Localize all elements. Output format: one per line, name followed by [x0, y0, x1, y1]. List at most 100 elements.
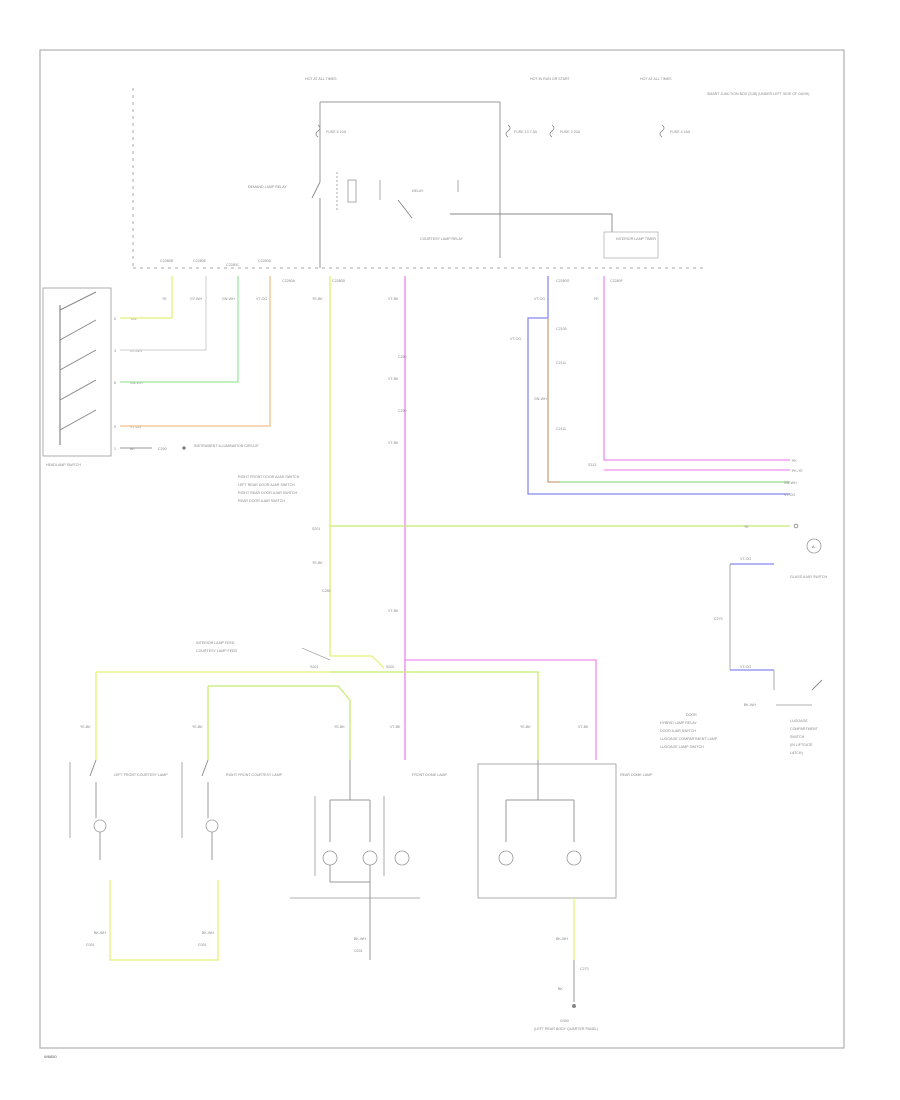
connector-ref-a: A [806, 538, 822, 554]
svg-text:BK: BK [558, 987, 563, 991]
svg-text:C2280F: C2280F [610, 279, 624, 283]
svg-text:INTERIOR LAMP TIMER: INTERIOR LAMP TIMER [616, 237, 656, 241]
svg-text:VT-BK: VT-BK [388, 609, 399, 613]
svg-text:GY-WH: GY-WH [130, 349, 142, 353]
svg-text:LUGGAGE: LUGGAGE [790, 719, 808, 723]
svg-text:FUSE 3 20A: FUSE 3 20A [560, 130, 581, 134]
svg-text:FUSE 13 7.5A: FUSE 13 7.5A [514, 130, 538, 134]
svg-text:LEFT FRONT COURTESY LAMP: LEFT FRONT COURTESY LAMP [114, 773, 168, 777]
svg-text:YE: YE [162, 297, 167, 301]
svg-text:FUSE 4 15A: FUSE 4 15A [670, 130, 691, 134]
svg-text:8: 8 [114, 381, 116, 385]
svg-text:5: 5 [114, 317, 116, 321]
smart-junction-box: HOT AT ALL TIMES HOT IN RUN OR START HOT… [132, 77, 809, 283]
lower-ground-refs: G301 G301 G201 [86, 943, 363, 953]
svg-text:S202: S202 [386, 665, 394, 669]
svg-text:S313: S313 [588, 463, 596, 467]
svg-text:INSTRUMENT ILLUMINATION CIRCUI: INSTRUMENT ILLUMINATION CIRCUIT [194, 444, 260, 448]
svg-text:YE-BK: YE-BK [80, 725, 91, 729]
svg-text:COURTESY LAMP FEED: COURTESY LAMP FEED [196, 649, 238, 653]
page-reference-icon [806, 538, 822, 554]
bulb-icon [362, 850, 378, 866]
svg-text:VT-BK: VT-BK [388, 441, 399, 445]
wire-yellow-rear-dome [330, 671, 539, 760]
fuse-icon: FUSE 3 20A [549, 124, 581, 138]
ground-icon [572, 1004, 576, 1008]
svg-text:C280: C280 [398, 355, 407, 359]
svg-text:C270: C270 [580, 967, 589, 971]
interior-lamp-timer: INTERIOR LAMP TIMER [450, 213, 659, 259]
svg-text:YEL: YEL [130, 317, 137, 321]
svg-text:LEFT REAR DOOR AJAR SWITCH: LEFT REAR DOOR AJAR SWITCH [238, 483, 295, 487]
svg-text:PK: PK [792, 459, 797, 463]
svg-text:RIGHT REAR DOOR AJAR SWITCH: RIGHT REAR DOOR AJAR SWITCH [238, 491, 297, 495]
wire-tags-top-left: YE GY-WH GN-WH VT-OG [162, 297, 267, 301]
wire-tags-main: YE-BK VT-BK VT-BK C280 C290 VT-BK S201 Y… [312, 297, 407, 613]
svg-text:GN-WH: GN-WH [534, 397, 547, 401]
courtesy-lamp-relay: DELAY COURTESY LAMP RELAY [379, 180, 464, 241]
label-sjb: SMART JUNCTION BOX (SJB) (UNDER LEFT SID… [707, 92, 809, 96]
svg-text:A: A [812, 544, 815, 549]
svg-text:RIGHT FRONT DOOR AJAR SWITCH: RIGHT FRONT DOOR AJAR SWITCH [238, 475, 300, 479]
right-wire-tags: VT-OG PK C2105 VT-OG C2111 GN-WH C2111 S… [510, 297, 803, 497]
ground-tag: BK-WH [202, 931, 214, 935]
splice-tags: S201 S202 YE-BK YE-BK YE-BK VT-BK YE-BK … [80, 665, 589, 729]
svg-text:REAR DOME LAMP: REAR DOME LAMP [620, 773, 653, 777]
left-front-courtesy-lamp: LEFT FRONT COURTESY LAMP [69, 759, 168, 860]
svg-text:LATCH): LATCH) [790, 751, 803, 755]
wire-green [120, 276, 239, 383]
svg-text:GN-WH: GN-WH [130, 381, 143, 385]
svg-text:C290: C290 [398, 409, 407, 413]
svg-text:C2105: C2105 [556, 327, 567, 331]
rear-dome-lamp: REAR DOME LAMP BK-WH C270 BK G400 (LEFT … [477, 760, 653, 1031]
svg-text:YE-BK: YE-BK [334, 725, 345, 729]
svg-text:DOOR AJAR SWITCH: DOOR AJAR SWITCH [660, 729, 696, 733]
svg-text:PK: PK [594, 297, 599, 301]
svg-text:9: 9 [114, 425, 116, 429]
fuse-icon: FUSE 6 10A [315, 124, 347, 138]
svg-text:BK-WH: BK-WH [744, 703, 756, 707]
svg-text:C2280B: C2280B [160, 259, 174, 263]
svg-text:C280: C280 [322, 589, 331, 593]
svg-text:VT-BK: VT-BK [578, 725, 589, 729]
svg-text:REAR DOOR AJAR SWITCH: REAR DOOR AJAR SWITCH [238, 499, 285, 503]
wire-pink-right [603, 276, 790, 461]
svg-text:FRONT DOME LAMP: FRONT DOME LAMP [412, 773, 447, 777]
svg-text:C2280A: C2280A [282, 279, 296, 283]
svg-text:YE-BK: YE-BK [312, 561, 323, 565]
svg-text:COURTESY LAMP RELAY: COURTESY LAMP RELAY [420, 237, 464, 241]
svg-text:PK-YE: PK-YE [792, 469, 803, 473]
liftgate-ajar-switch: VT-OG VT-OG C270 GLASS AJAR SWITCH BK-WH [714, 557, 828, 707]
svg-text:G301: G301 [198, 943, 207, 947]
svg-text:C2111: C2111 [556, 361, 566, 365]
demand-lamp-relay: DEMAND LAMP RELAY [248, 172, 357, 268]
right-door-notes: DOOR HYBRID LAMP RELAY DOOR AJAR SWITCH … [660, 713, 718, 749]
wire-orange [120, 276, 271, 427]
svg-text:RIGHT FRONT COURTESY LAMP: RIGHT FRONT COURTESY LAMP [226, 773, 283, 777]
svg-text:C2111: C2111 [556, 427, 566, 431]
svg-text:GLASS AJAR SWITCH: GLASS AJAR SWITCH [790, 575, 828, 579]
svg-text:C2280D: C2280D [332, 279, 346, 283]
bulb-icon [566, 850, 582, 866]
svg-text:VT-OG: VT-OG [534, 297, 545, 301]
bus-end-terminal [793, 523, 799, 529]
svg-text:DEMAND LAMP RELAY: DEMAND LAMP RELAY [248, 185, 287, 189]
svg-text:VT-OG: VT-OG [256, 297, 267, 301]
ground-tag: BK-WH [94, 931, 106, 935]
label-hot-1: HOT AT ALL TIMES [305, 77, 337, 81]
sheet-number: W6850 [44, 1054, 57, 1059]
svg-text:(LEFT REAR BODY QUARTER PANEL): (LEFT REAR BODY QUARTER PANEL) [534, 1027, 598, 1031]
svg-text:YE-BK: YE-BK [520, 725, 531, 729]
svg-text:VT-OG: VT-OG [510, 337, 521, 341]
svg-text:GN-WH: GN-WH [784, 481, 797, 485]
headlamp-switch: HEADLAMP SWITCH [42, 287, 112, 467]
svg-text:HYBRID LAMP RELAY: HYBRID LAMP RELAY [660, 721, 697, 725]
svg-text:BK-WH: BK-WH [556, 937, 568, 941]
svg-text:SWITCH: SWITCH [790, 735, 805, 739]
svg-text:C290: C290 [158, 447, 167, 451]
svg-text:S201: S201 [312, 527, 320, 531]
svg-text:3: 3 [114, 349, 116, 353]
headlamp-pin-labels: 5 3 8 9 1 YEL GY-WH GN-WH VT-OG BK C290 … [114, 317, 260, 451]
svg-text:VT-OG: VT-OG [784, 493, 795, 497]
